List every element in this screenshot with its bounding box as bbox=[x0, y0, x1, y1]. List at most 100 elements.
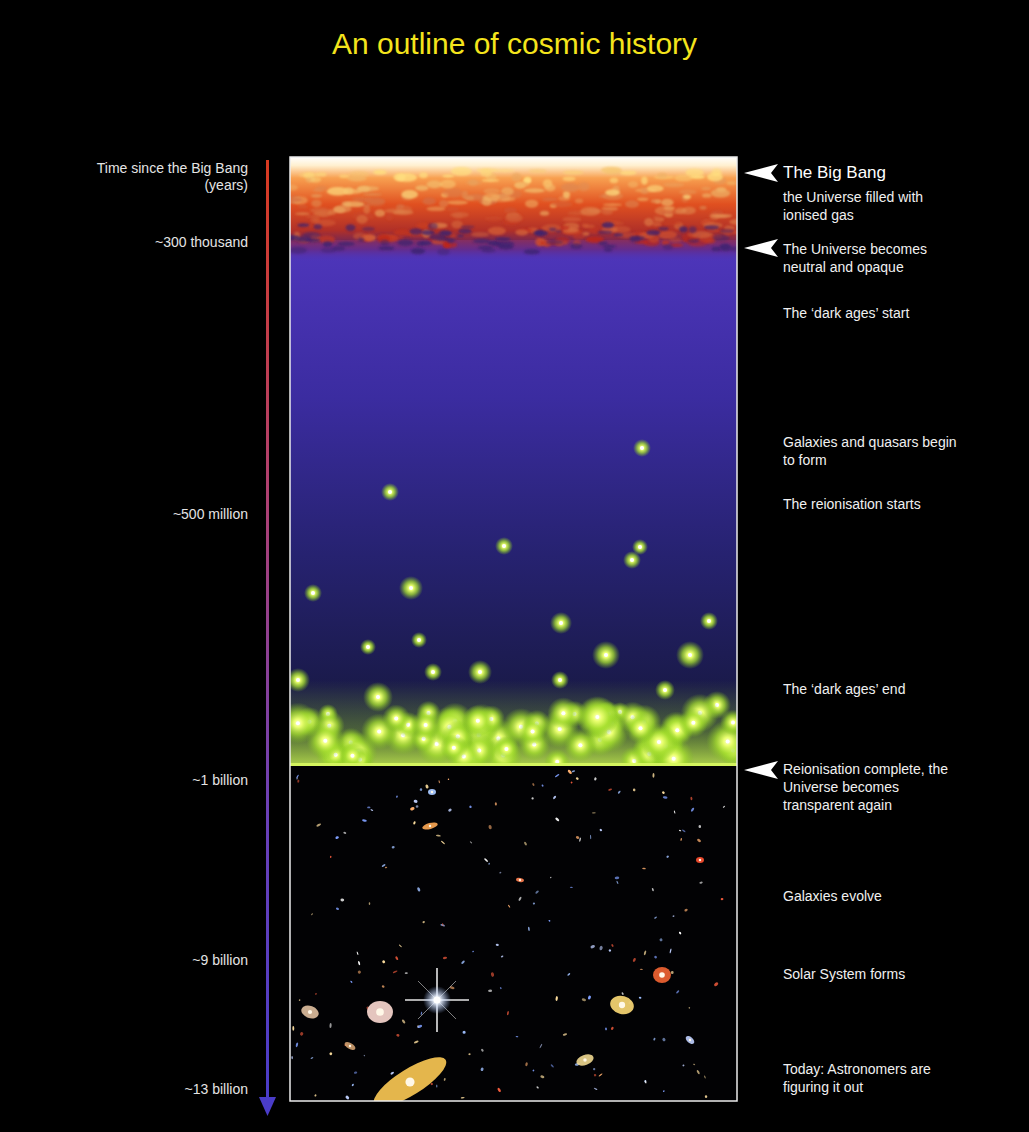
gas-cloud bbox=[415, 185, 428, 190]
glow-halo bbox=[462, 705, 494, 737]
gas-cloud bbox=[346, 224, 356, 231]
distant-galaxy bbox=[436, 834, 441, 836]
galaxy-core bbox=[429, 825, 431, 827]
glow-halo bbox=[576, 696, 618, 738]
gas-cloud bbox=[310, 208, 329, 214]
gas-cloud bbox=[575, 199, 583, 204]
distant-galaxy bbox=[470, 841, 473, 844]
gas-cloud bbox=[625, 200, 639, 207]
distant-galaxy bbox=[343, 832, 346, 835]
gas-cloud bbox=[658, 227, 668, 231]
glow-spot bbox=[550, 612, 572, 634]
gas-cloud bbox=[290, 247, 307, 254]
glow-halo bbox=[679, 708, 708, 737]
glow-core bbox=[559, 621, 563, 625]
gas-cloud bbox=[535, 230, 544, 235]
galaxy-core bbox=[349, 1045, 351, 1047]
gas-cloud bbox=[561, 225, 569, 230]
gas-cloud bbox=[662, 244, 673, 250]
distant-galaxy bbox=[616, 881, 619, 885]
gas-cloud bbox=[396, 173, 417, 182]
distant-galaxy bbox=[550, 877, 552, 879]
gas-cloud bbox=[303, 232, 321, 239]
gas-cloud bbox=[429, 234, 445, 240]
glow-core bbox=[731, 720, 735, 724]
gas-cloud bbox=[646, 230, 660, 236]
distant-galaxy bbox=[693, 1063, 696, 1065]
distant-galaxy bbox=[662, 791, 665, 794]
gas-cloud bbox=[290, 185, 298, 191]
time-label: ~1 billion bbox=[58, 772, 248, 789]
gas-cloud bbox=[561, 183, 580, 191]
gas-cloud bbox=[347, 175, 367, 181]
distant-galaxy bbox=[615, 876, 620, 879]
gas-cloud bbox=[386, 214, 392, 221]
distant-galaxy bbox=[401, 1019, 406, 1024]
distant-galaxy bbox=[644, 1080, 647, 1083]
distant-galaxy bbox=[343, 1040, 356, 1051]
distant-galaxy bbox=[524, 841, 528, 845]
glow-core bbox=[476, 719, 480, 723]
glow-spot bbox=[399, 576, 423, 600]
glow-spot bbox=[468, 660, 492, 684]
gas-cloud bbox=[712, 235, 729, 241]
gas-cloud bbox=[447, 200, 468, 204]
glow-core bbox=[478, 670, 482, 674]
glow-core bbox=[504, 747, 508, 751]
distant-galaxy bbox=[567, 973, 571, 977]
distant-galaxy bbox=[704, 1075, 706, 1078]
distant-galaxy bbox=[444, 1078, 446, 1081]
distant-galaxy bbox=[399, 944, 403, 947]
gas-cloud bbox=[649, 221, 661, 224]
gas-cloud bbox=[426, 206, 445, 211]
distant-galaxy bbox=[644, 1080, 646, 1084]
distant-galaxy bbox=[417, 1024, 423, 1028]
distant-galaxy bbox=[335, 836, 339, 840]
glow-spot bbox=[633, 439, 651, 457]
galaxy-core bbox=[583, 1058, 587, 1062]
gas-cloud bbox=[416, 223, 429, 229]
gas-cloud bbox=[440, 180, 456, 189]
glow-halo bbox=[340, 743, 365, 766]
distant-galaxy bbox=[721, 898, 724, 900]
glow-halo bbox=[440, 734, 467, 761]
gas-cloud bbox=[290, 235, 300, 240]
distant-galaxy bbox=[698, 825, 701, 828]
distant-galaxy bbox=[335, 907, 339, 911]
gas-cloud bbox=[482, 248, 496, 253]
glow-spot bbox=[592, 641, 620, 669]
glow-halo bbox=[382, 704, 410, 732]
gas-cloud bbox=[545, 184, 556, 191]
gas-cloud bbox=[428, 223, 438, 229]
gas-cloud bbox=[580, 207, 600, 216]
distant-galaxy bbox=[593, 1068, 595, 1070]
gas-cloud bbox=[426, 181, 442, 189]
gas-cloud bbox=[712, 247, 721, 252]
gas-cloud bbox=[512, 173, 522, 181]
glow-core bbox=[691, 721, 695, 725]
distant-galaxy bbox=[296, 777, 298, 780]
distant-galaxy bbox=[381, 864, 386, 868]
gas-cloud bbox=[437, 248, 450, 255]
time-label: ~300 thousand bbox=[58, 234, 248, 251]
distant-galaxy bbox=[608, 788, 612, 791]
distant-galaxy bbox=[382, 960, 386, 964]
distant-galaxy bbox=[632, 958, 636, 963]
distant-galaxy bbox=[410, 807, 415, 811]
gas-cloud bbox=[603, 203, 623, 206]
distant-galaxy bbox=[469, 805, 472, 808]
gas-cloud bbox=[711, 214, 733, 218]
distant-galaxy bbox=[676, 990, 680, 994]
distant-galaxy bbox=[555, 774, 560, 778]
distant-galaxy bbox=[507, 1011, 509, 1016]
distant-galaxy bbox=[421, 821, 438, 831]
distant-galaxy bbox=[508, 905, 511, 908]
glow-halo bbox=[399, 576, 423, 600]
gas-cloud bbox=[375, 209, 385, 216]
gas-cloud bbox=[602, 222, 614, 228]
glow-spot bbox=[382, 704, 410, 732]
distant-galaxy bbox=[690, 797, 692, 801]
distant-galaxy bbox=[392, 970, 397, 974]
event-pointer bbox=[744, 239, 778, 257]
gas-cloud bbox=[295, 212, 310, 215]
